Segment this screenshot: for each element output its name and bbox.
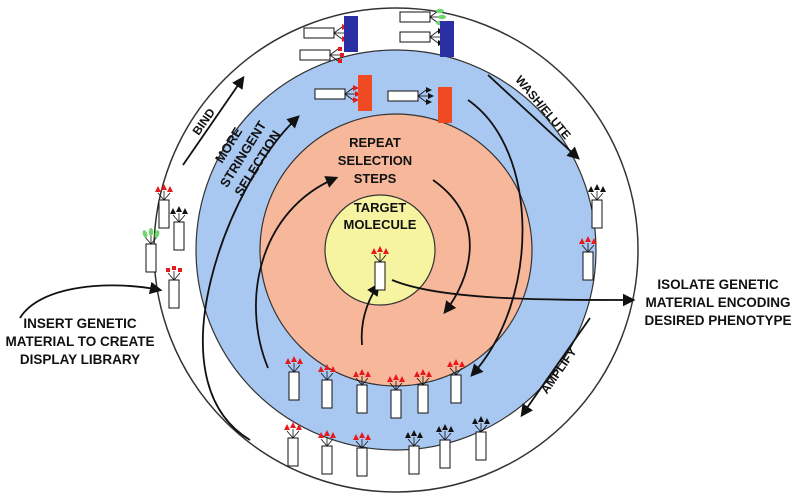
right-label-line1: ISOLATE GENETIC [657,277,779,292]
phage-particle [387,374,405,419]
phage-particle [371,246,389,291]
left-label-line3: DISPLAY LIBRARY [20,352,140,367]
phage-particle [447,359,465,404]
insert-arrow [19,281,163,319]
phage-particle [166,266,182,309]
phage-particle [284,422,302,467]
target-block [344,16,358,52]
phage-particles [142,8,606,477]
phage-particle [472,416,490,461]
repeat-selection-label: REPEAT SELECTION STEPS [338,135,412,186]
stringent-up-arrow [201,115,300,441]
phage-particle [353,432,371,477]
blue-down-arrow [467,99,524,377]
phage-particle [170,206,188,251]
phage-particle [579,236,597,281]
isolate-genetic-material-label: ISOLATE GENETIC MATERIAL ENCODING DESIRE… [644,277,791,328]
phage-particle [142,228,160,273]
salmon-down-arrow [432,179,471,314]
target-block [358,75,372,111]
salmon-up-arrow [255,176,339,369]
target-molecules [344,16,454,123]
phage-particle [285,356,303,401]
phage-particle [405,430,423,475]
phage-particle [155,184,173,229]
left-label-line2: MATERIAL TO CREATE [5,334,154,349]
bound-phage [299,47,344,63]
insert-genetic-material-label: INSERT GENETIC MATERIAL TO CREATE DISPLA… [5,316,154,367]
repeat-label-line1: REPEAT [349,135,401,150]
phage-particle [436,424,454,469]
repeat-label-line2: SELECTION [338,153,412,168]
arrows [19,74,636,441]
phage-particle [318,430,336,475]
target-block [440,21,454,57]
phage-particle [588,184,606,229]
target-label-line1: TARGET [354,200,407,215]
target-label-line2: MOLECULE [344,217,417,232]
wash-elute-arrow [487,74,580,160]
isolate-arrow [391,279,636,307]
phage-particle [353,369,371,414]
phage-particle [414,369,432,414]
bound-phage [387,87,434,105]
repeat-label-line3: STEPS [354,171,397,186]
right-label-line2: MATERIAL ENCODING [646,295,791,310]
phage-particle [318,364,336,409]
target-molecule-label: TARGET MOLECULE [344,200,417,232]
amplify-arrow [520,317,591,418]
target-block [438,87,452,123]
right-label-line3: DESIRED PHENOTYPE [644,313,791,328]
left-label-line1: INSERT GENETIC [23,316,137,331]
bind-arrow [182,75,245,166]
